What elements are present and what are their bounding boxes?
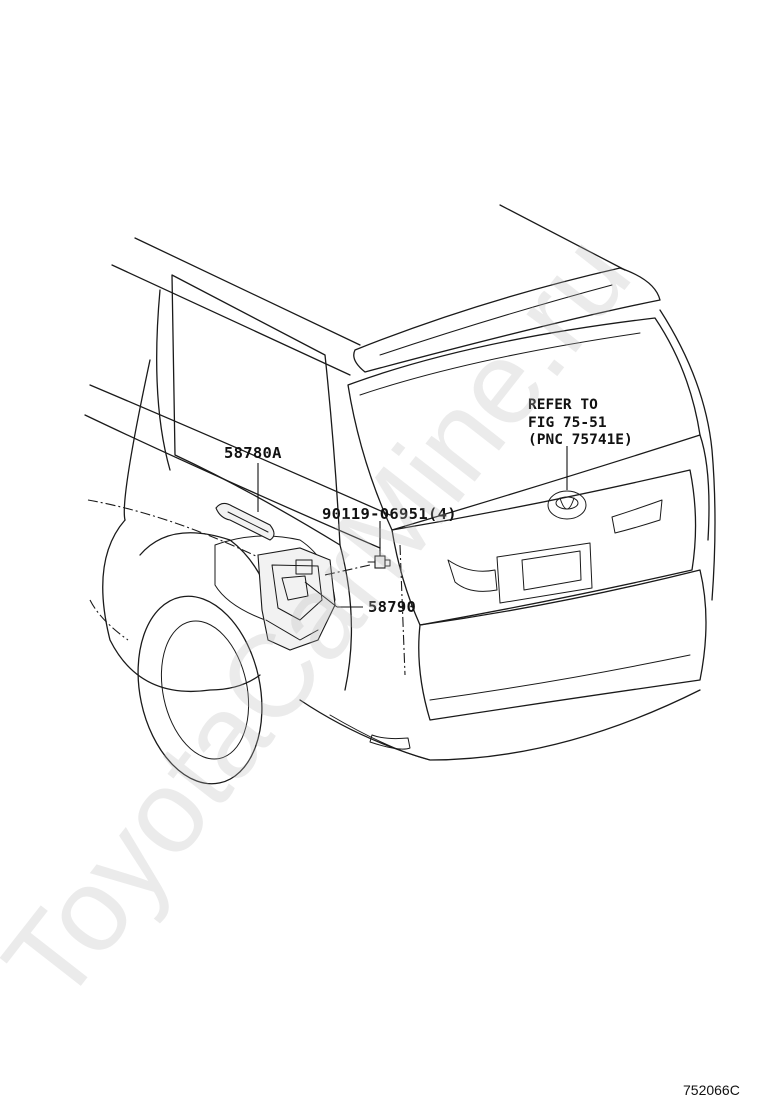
callout-58780A: 58780A (224, 444, 282, 462)
callout-58790: 58790 (368, 598, 416, 616)
refer-note-line1: REFER TO (528, 397, 598, 413)
leader-lines (257, 446, 568, 608)
refer-note-line2: FIG 75-51 (528, 415, 607, 431)
refer-note-line3: (PNC 75741E) (528, 432, 633, 448)
part-58790-fuel-lid-assembly (257, 547, 336, 651)
watermark: ToyotaCarMine.ru (0, 211, 656, 1026)
callout-90119-06951: 90119-06951(4) (322, 505, 457, 523)
part-58780A-hinge-cover (215, 502, 275, 541)
figure-id: 752066C (683, 1082, 740, 1098)
refer-note: REFER TO FIG 75-51 (PNC 75741E) (528, 397, 633, 448)
vehicle-outline (84, 204, 716, 785)
